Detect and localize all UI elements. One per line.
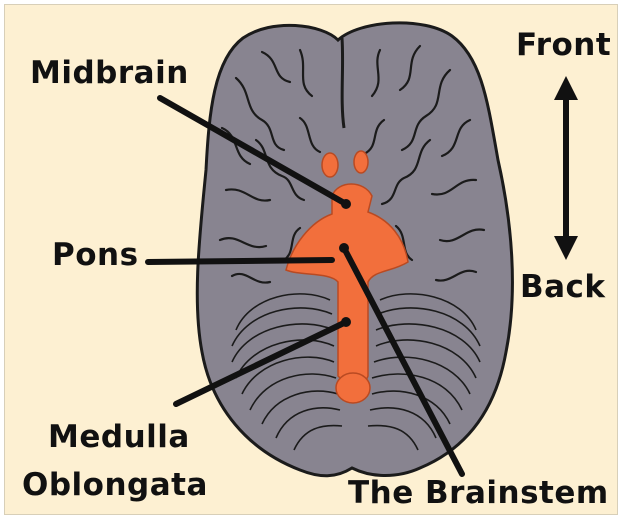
back-label: Back (520, 272, 606, 303)
midbrain-label: Midbrain (30, 58, 189, 89)
brainstem-label: The Brainstem (348, 478, 609, 509)
medulla-label-line2: Oblongata (22, 470, 208, 501)
pons-pointer (148, 260, 332, 262)
front-label: Front (516, 30, 611, 61)
medulla-label-line1: Medulla (48, 422, 190, 453)
longitudinal-fissure (342, 38, 344, 128)
pons-label: Pons (52, 240, 139, 271)
